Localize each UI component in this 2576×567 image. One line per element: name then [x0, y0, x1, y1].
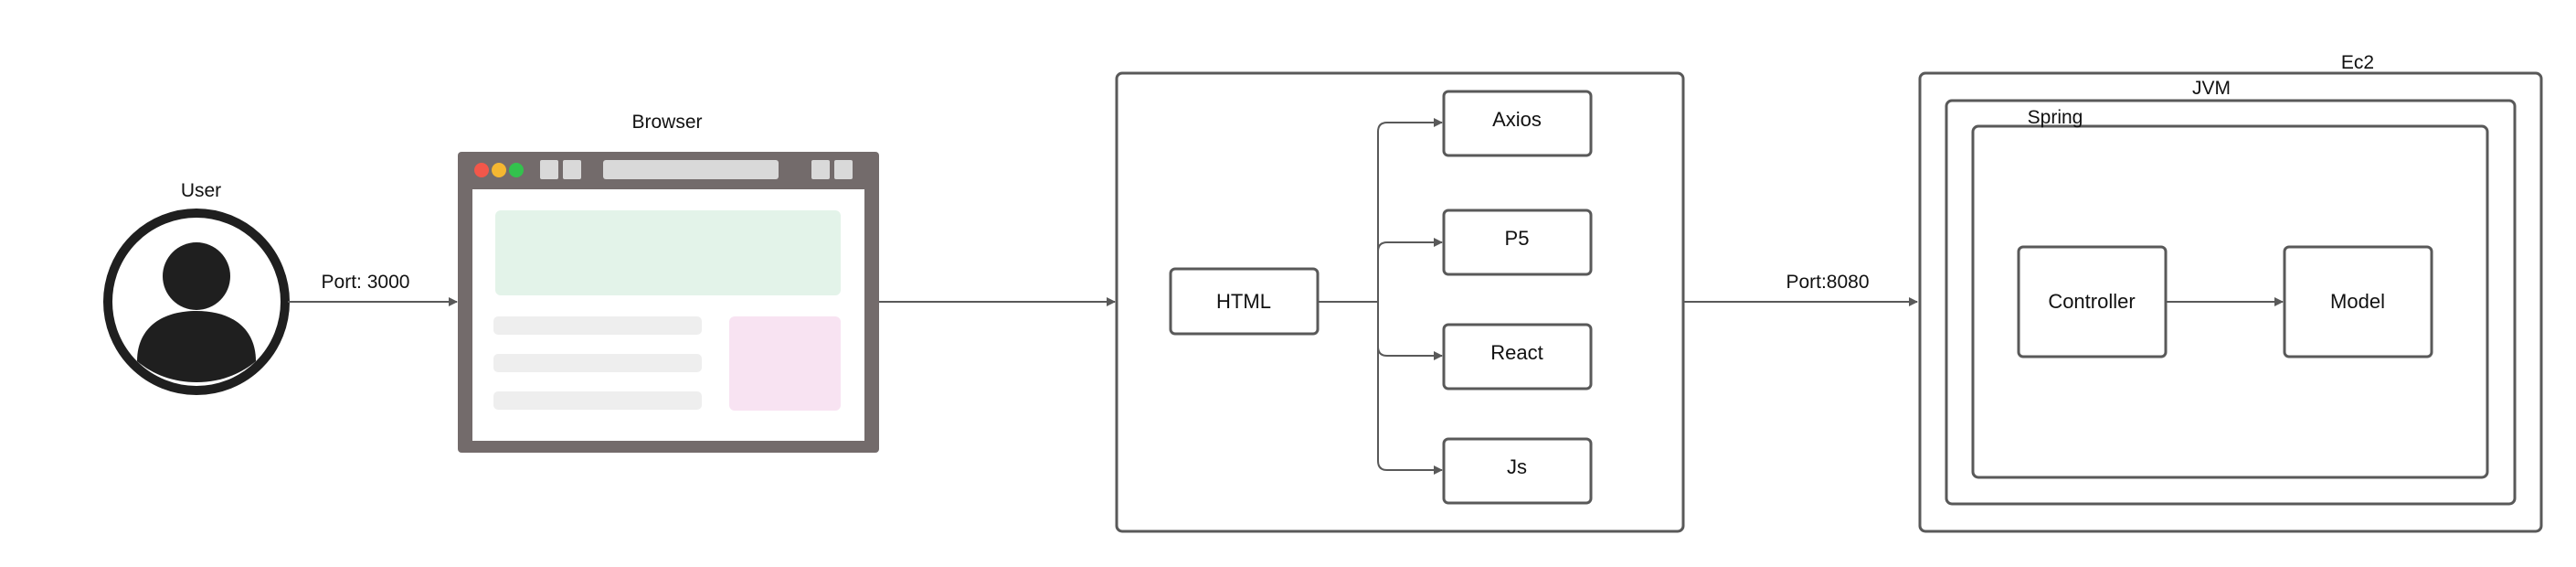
- window-minimize-dot: [492, 163, 506, 177]
- ec2-container: Ec2: [1918, 52, 2543, 533]
- library-node-react: React: [1442, 323, 1593, 390]
- port-backend-label: Port:8080: [1786, 272, 1869, 293]
- controller-node: Controller: [2017, 245, 2168, 358]
- frontend-connectors: [1318, 118, 1443, 475]
- placeholder-card: [729, 316, 841, 411]
- html-node: HTML: [1169, 267, 1320, 336]
- html-label: HTML: [1216, 290, 1271, 313]
- browser-node: Browser: [458, 112, 879, 453]
- model-label: Model: [2330, 290, 2385, 313]
- user-label: User: [181, 180, 221, 201]
- placeholder-line: [493, 354, 702, 372]
- window-maximize-dot: [509, 163, 524, 177]
- user-circle-icon: [103, 209, 290, 395]
- jvm-label: JVM: [2192, 78, 2231, 99]
- placeholder-line: [493, 391, 702, 410]
- spring-label: Spring: [2028, 107, 2083, 128]
- browser-label: Browser: [631, 112, 702, 133]
- jvm-container: JVM: [1945, 78, 2517, 506]
- window-close-dot: [474, 163, 489, 177]
- library-node-axios: Axios: [1442, 90, 1593, 157]
- controller-label: Controller: [2048, 290, 2135, 313]
- library-label: Axios: [1492, 108, 1542, 131]
- library-label: React: [1490, 341, 1542, 364]
- browser-window-icon: [458, 152, 879, 453]
- placeholder-line: [493, 316, 702, 335]
- user-node: User: [103, 180, 290, 395]
- library-label: P5: [1505, 227, 1530, 250]
- model-node: Model: [2283, 245, 2433, 358]
- placeholder-banner: [495, 210, 841, 295]
- ec2-label: Ec2: [2341, 52, 2374, 73]
- address-bar: [603, 160, 779, 179]
- spring-container: Spring: [1971, 107, 2489, 479]
- library-node-js: Js: [1442, 437, 1593, 505]
- library-label: Js: [1507, 455, 1527, 478]
- library-node-p5: P5: [1442, 209, 1593, 276]
- port-frontend-label: Port: 3000: [322, 272, 410, 293]
